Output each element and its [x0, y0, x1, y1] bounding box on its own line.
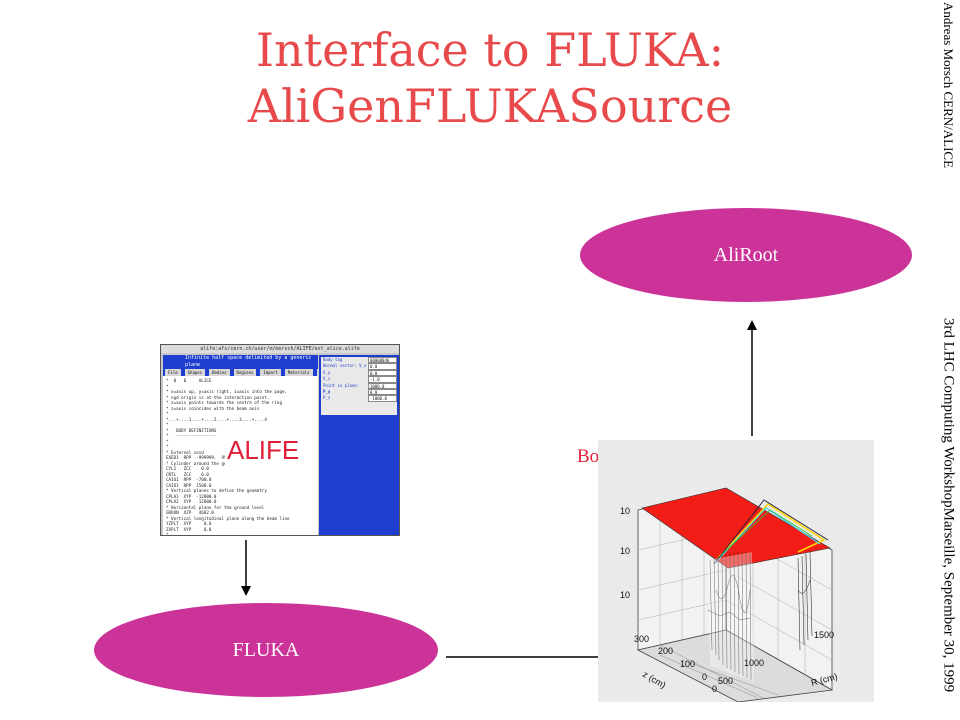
alife-property-key: Normal vector: V_x	[323, 363, 367, 369]
alife-window: alife:afs/cern.ch/user/m/morsch/ALIFE/ex…	[160, 344, 400, 536]
alife-property-row: V_y 0.0	[321, 369, 397, 377]
plot-surface-top	[641, 487, 831, 569]
alife-code-line: CYL1 ZCC 0.0	[166, 466, 209, 471]
alife-property-value[interactable]: 1000.0	[368, 382, 397, 389]
alife-code-line: * ngd origin is at the interaction point…	[166, 394, 270, 400]
alife-code-line: * Vertical longitudinal plane along the …	[166, 515, 290, 521]
alife-code-line: * ----------------	[166, 433, 217, 438]
alife-code-line: CPLA1 XYP -12000.0	[166, 493, 217, 499]
plot-z-label: z (cm)	[641, 669, 668, 690]
alife-property-value[interactable]: 0.0	[368, 388, 397, 396]
plot-ztick-300: 300	[634, 634, 649, 644]
aliroot-label: AliRoot	[713, 243, 779, 266]
alife-menu-import[interactable]: Import	[260, 369, 281, 376]
plot-ytick-1: 10	[620, 506, 630, 516]
alife-menu-file[interactable]: File	[165, 369, 181, 376]
alife-property-row: P_y 0.0	[321, 388, 397, 396]
title-line-2: AliGenFLUKASource	[247, 79, 733, 133]
alife-property-key: Point in plane: P_x	[323, 382, 360, 394]
alife-code-body: * 0 0 ALICE** x=axis up, y=axis right, z…	[163, 376, 318, 536]
fluka-label: FLUKA	[232, 638, 300, 661]
plot-ztick-100: 100	[680, 659, 695, 669]
alife-property-row: Point in plane: P_x 1000.0	[321, 382, 397, 394]
alife-code-line: *	[166, 383, 169, 389]
plot-ytick-3: 10	[620, 590, 630, 600]
plot-rtick-500: 500	[718, 676, 733, 686]
alife-property-value[interactable]: 0.0	[368, 363, 397, 370]
plot-spikes	[707, 551, 813, 681]
alife-property-key: Body tag	[323, 357, 343, 362]
alife-code-line: * z=axis points towards the centre of th…	[166, 400, 282, 405]
alife-menu-materials[interactable]: Materials	[284, 369, 313, 376]
alife-property-value[interactable]: -1.0	[368, 376, 397, 383]
alife-menu-regions[interactable]: Regions	[233, 369, 257, 376]
alife-menubar: File Shapes Bodies Regions Import Materi…	[163, 369, 335, 376]
alife-code-line: * BODY DEFINITIONS	[166, 427, 217, 433]
alife-menu-shapes[interactable]: Shapes	[184, 369, 206, 376]
fluka-node: FLUKA	[94, 603, 438, 697]
alife-property-value[interactable]: 0.0	[368, 369, 397, 377]
alife-code-line: *	[166, 444, 169, 449]
alife-label: ALIFE	[225, 433, 315, 467]
alife-code-line: *	[166, 411, 169, 416]
plot-rtick-1500: 1500	[814, 630, 834, 640]
alife-property-key: V_z	[323, 376, 331, 382]
plot-ring-yellow	[717, 502, 826, 559]
plot-rtick-0: 0	[712, 684, 717, 694]
alife-code-line: * Vertical planes to define the geometry	[166, 488, 267, 493]
alife-code-line: CNTL ZCC 0.0	[166, 471, 209, 477]
alife-code-line: ZXPLT XYP 0.0	[166, 526, 212, 532]
alife-code-line: *...+....1....+....2....+....3....+....4	[166, 416, 267, 422]
alife-property-key: P_y	[323, 388, 331, 394]
slide-title: Interface to FLUKA: AliGenFLUKASource	[130, 22, 850, 134]
alife-code-line: * z=axis coincides with the beam axis	[166, 405, 260, 411]
plot-ztick-200: 200	[658, 646, 673, 656]
alife-code-line: *	[166, 532, 169, 536]
plot-ring-green	[721, 509, 813, 555]
title-line-1: Interface to FLUKA:	[255, 23, 725, 77]
alife-code-line: * Horizontal plane for the ground level	[166, 504, 265, 510]
alife-header: Infinite half space delimited by a gener…	[163, 355, 318, 369]
alife-code-line: CPLA2 XYP 12000.0	[166, 499, 217, 504]
boundary-source-plot: 10 10 10 300 200 100 0 0 500 1000 1500 z…	[598, 440, 874, 702]
alife-property-row: V_z -1.0	[321, 376, 397, 383]
plot-ring-dark	[713, 499, 829, 565]
plot-ztick-0: 0	[702, 672, 707, 682]
alife-code-line: YZPLT XYP 0.0	[166, 521, 212, 526]
alife-titlebar: alife:afs/cern.ch/user/m/morsch/ALIFE/ex…	[161, 345, 399, 353]
alife-code-line: GROUN XZP 4682.0	[166, 510, 214, 515]
alife-property-row: P_z -1000.0	[321, 395, 397, 402]
alife-property-row: Body tag 00000046	[321, 357, 397, 364]
alife-property-key: P_z	[323, 395, 331, 401]
alife-code-line: * x=axis up, y=axis right, z=axis into t…	[166, 389, 288, 394]
alife-code-line: * 0 0 ALICE	[166, 378, 212, 383]
alife-code-line: CAIO1 RPP -700.0	[166, 477, 212, 482]
alife-property-value[interactable]: 00000046	[368, 357, 397, 364]
plot-ytick-2: 10	[620, 546, 630, 556]
alife-property-value[interactable]: -1000.0	[368, 395, 397, 402]
alife-menu-bodies[interactable]: Bodies	[209, 369, 230, 376]
aliroot-node: AliRoot	[580, 208, 912, 302]
alife-code-line: *	[166, 422, 169, 427]
alife-code-line: * External void	[166, 449, 204, 455]
plot-rtick-1000: 1000	[744, 658, 764, 668]
alife-code-line: CAIO1 RPP 1500.0	[166, 482, 212, 488]
alife-property-key: V_y	[323, 369, 331, 375]
